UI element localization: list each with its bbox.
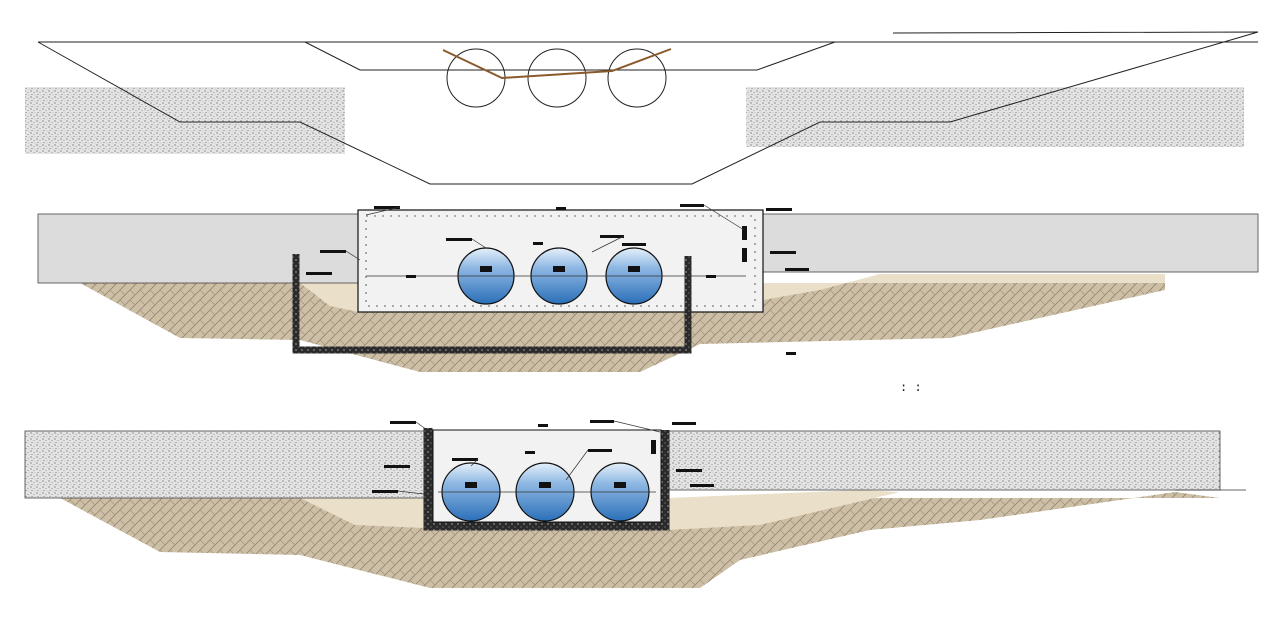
separator-text: : : bbox=[900, 380, 922, 394]
callout-labels bbox=[372, 420, 714, 493]
section-1-view bbox=[37, 204, 1259, 372]
sand-bedding bbox=[300, 498, 425, 528]
embankment-left bbox=[37, 213, 359, 284]
sand-bedding bbox=[763, 274, 1165, 300]
left-fill-block bbox=[25, 87, 345, 154]
embankment-left bbox=[24, 430, 426, 499]
embankment-right bbox=[762, 213, 1259, 273]
leader-lines bbox=[397, 420, 661, 496]
plan-pipe bbox=[527, 48, 587, 108]
leader-lines bbox=[345, 204, 745, 261]
culvert-box-inner bbox=[365, 215, 756, 307]
cutoff-wall bbox=[423, 428, 670, 531]
sand-bedding bbox=[668, 490, 900, 530]
right-fill-block bbox=[746, 87, 1244, 147]
plan-pipe bbox=[446, 48, 506, 108]
cutoff-wall bbox=[292, 254, 692, 354]
plan-view bbox=[25, 31, 1259, 185]
embankment-right bbox=[667, 430, 1221, 491]
headwall-outline bbox=[304, 41, 836, 71]
callout-labels bbox=[306, 204, 809, 355]
skew-line bbox=[442, 48, 672, 80]
plan-pipe bbox=[607, 48, 667, 108]
sand-bedding bbox=[300, 283, 358, 312]
section-2-view bbox=[24, 420, 1246, 588]
